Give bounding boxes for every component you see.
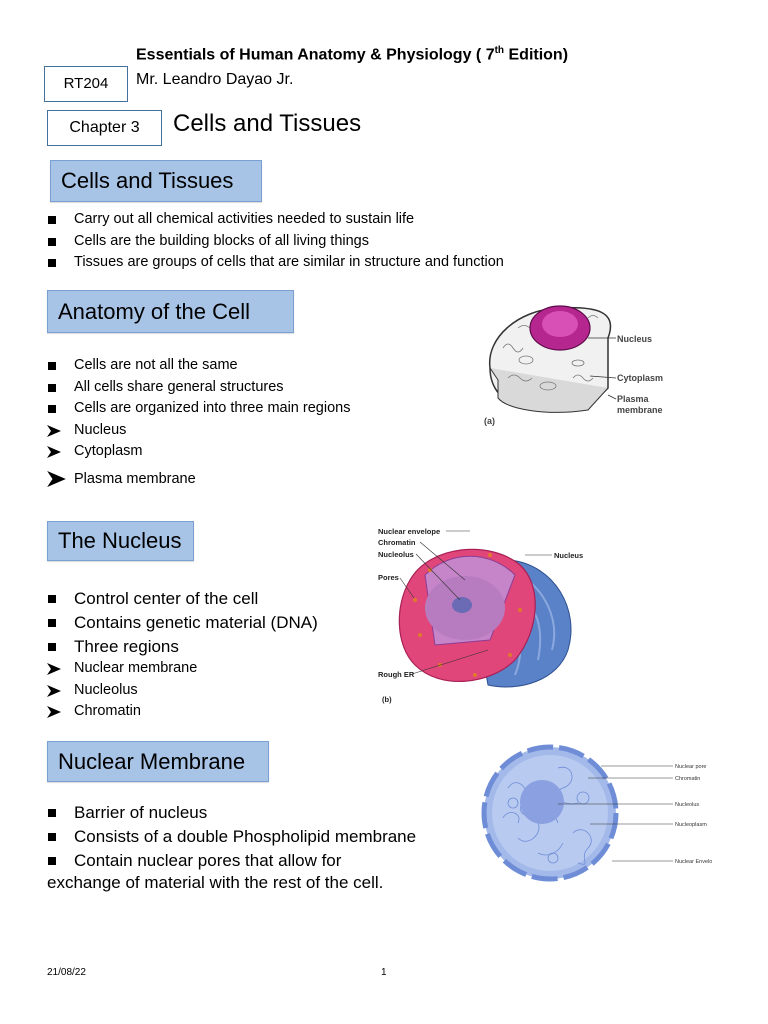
figure-label: Nuclear pore xyxy=(675,764,707,770)
course-code-box: RT204 xyxy=(44,66,128,102)
figure-caption: (a) xyxy=(484,416,495,426)
page-number: 1 xyxy=(381,967,387,978)
arrow-bullet-icon xyxy=(47,446,61,458)
list-item: Cells are organized into three main regi… xyxy=(47,398,350,420)
section-heading-anatomy: Anatomy of the Cell xyxy=(47,290,294,333)
nuclear-membrane-figure: Nuclear pore Chromatin Nucleolus Nucleop… xyxy=(481,744,712,882)
membrane-list: Barrier of nucleus Consists of a double … xyxy=(47,801,416,873)
nucleus-list: Control center of the cell Contains gene… xyxy=(47,587,318,659)
cells-tissues-list: Carry out all chemical activities needed… xyxy=(47,209,504,274)
footer-date: 21/08/22 xyxy=(47,967,86,978)
section-heading-nucleus: The Nucleus xyxy=(47,521,194,561)
list-sub-item: Nucleus xyxy=(47,420,350,442)
list-item: Tissues are groups of cells that are sim… xyxy=(47,252,504,274)
section-heading-nuclear-membrane: Nuclear Membrane xyxy=(47,741,269,782)
arrow-bullet-icon xyxy=(47,424,61,437)
chapter-label-box: Chapter 3 xyxy=(47,110,162,146)
figure-label: Chromatin xyxy=(378,538,416,547)
figure-label: Nuclear envelope xyxy=(378,527,440,536)
arrow-bullet-icon xyxy=(47,470,66,487)
figure-label: Pores xyxy=(378,573,399,582)
cell-anatomy-figure: Nucleus Cytoplasm Plasma membrane (a) xyxy=(484,305,663,426)
figure-label: Nucleus xyxy=(554,551,583,560)
figure-label: Nucleoplasm xyxy=(675,822,707,828)
list-item: All cells share general structures xyxy=(47,377,350,399)
list-item: Contain nuclear pores that allow for xyxy=(47,849,416,873)
list-item: Consists of a double Phospholipid membra… xyxy=(47,825,416,849)
figure-label: Cytoplasm xyxy=(617,373,663,383)
figure-label: Nuclear Envelo xyxy=(675,859,712,865)
figure-label: Nucleolus xyxy=(378,550,414,559)
figure-caption: (b) xyxy=(382,695,392,704)
author-name: Mr. Leandro Dayao Jr. xyxy=(136,71,294,88)
section-heading-cells-tissues: Cells and Tissues xyxy=(50,160,262,202)
figure-label: Plasma xyxy=(617,394,650,404)
figure-label: Rough ER xyxy=(378,670,415,679)
list-sub-item: Cytoplasm xyxy=(47,441,350,463)
anatomy-list: Cells are not all the same All cells sha… xyxy=(47,355,350,490)
figure-label: membrane xyxy=(617,405,663,415)
list-sub-item: Nuclear membrane xyxy=(47,658,197,680)
arrow-bullet-icon xyxy=(47,706,61,718)
figure-label: Chromatin xyxy=(675,776,700,782)
figure-label: Nucleolus xyxy=(675,802,699,808)
arrow-bullet-icon xyxy=(47,663,61,675)
list-item: Cells are the building blocks of all liv… xyxy=(47,231,504,253)
list-item: Control center of the cell xyxy=(47,587,318,611)
chapter-title: Cells and Tissues xyxy=(173,110,362,137)
book-title: Essentials of Human Anatomy & Physiology… xyxy=(136,45,569,64)
nucleus-structure-figure: Nuclear envelope Chromatin Nucleolus Nuc… xyxy=(378,527,583,704)
list-item: Contains genetic material (DNA) xyxy=(47,611,318,635)
list-sub-item: Nucleolus xyxy=(47,680,197,702)
list-sub-item: Chromatin xyxy=(47,701,197,723)
arrow-bullet-icon xyxy=(47,684,61,697)
membrane-continuation-text: exchange of material with the rest of th… xyxy=(47,873,384,892)
list-item: Three regions xyxy=(47,635,318,659)
list-sub-item: Plasma membrane xyxy=(47,469,350,491)
list-item: Cells are not all the same xyxy=(47,355,350,377)
figure-label: Nucleus xyxy=(617,334,652,344)
list-item: Barrier of nucleus xyxy=(47,801,416,825)
nucleus-sub-list: Nuclear membrane Nucleolus Chromatin xyxy=(47,658,197,723)
list-item: Carry out all chemical activities needed… xyxy=(47,209,504,231)
